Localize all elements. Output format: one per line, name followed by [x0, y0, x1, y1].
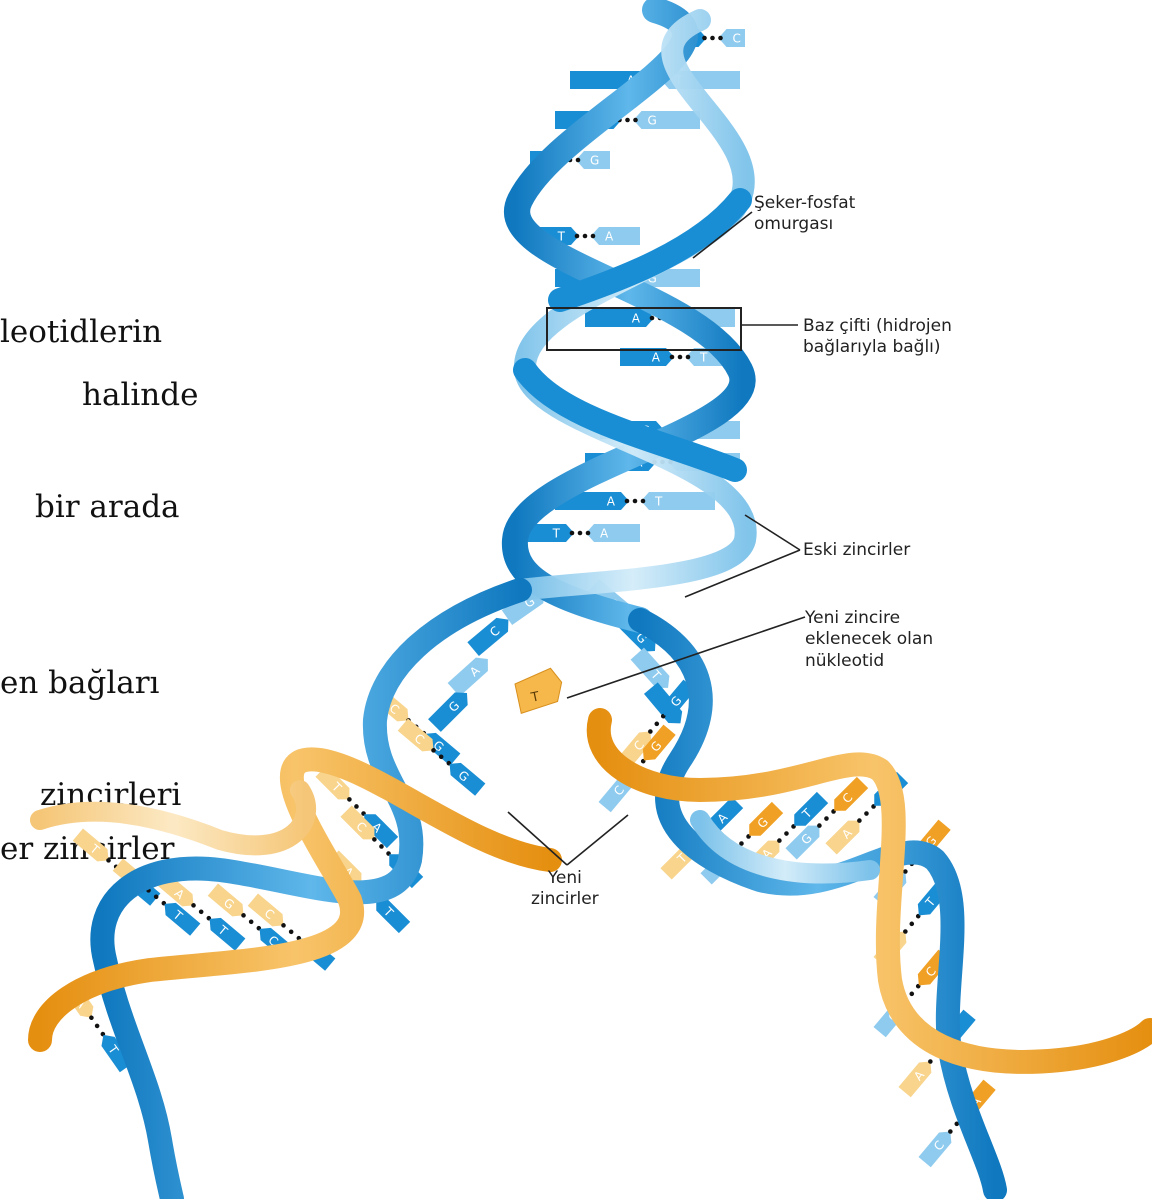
base-letter: A — [605, 230, 614, 244]
base-letter: A — [652, 351, 661, 365]
base-letter: T — [552, 527, 561, 541]
backbone-label-line-1: Şeker-fosfat — [754, 193, 855, 214]
hydrogen-bond-dot — [576, 158, 581, 163]
hydrogen-bond-dot — [686, 355, 691, 360]
base-letter: T — [699, 351, 708, 365]
new-strands-label-line-1: Yeni — [531, 868, 599, 889]
hydrogen-bond-dot — [625, 499, 630, 504]
fork-base: G — [428, 687, 473, 732]
hydrogen-bond-dot — [570, 531, 575, 536]
old-strands-label: Eski zincirler — [803, 540, 910, 561]
fork-base-3: G — [428, 687, 473, 732]
base-pair-label: Baz çifti (hidrojen bağlarıyla bağlı) — [803, 316, 952, 359]
hydrogen-bond-dot — [578, 531, 583, 536]
hydrogen-bond-dot — [288, 929, 294, 935]
base-right: G — [576, 151, 610, 169]
base-letter: A — [600, 527, 609, 541]
new-nucleotide-label-line-2: eklenecek olan — [805, 629, 933, 650]
base-pair-label-line-1: Baz çifti (hidrojen — [803, 316, 952, 337]
base-letter: A — [607, 495, 616, 509]
new-nucleotide-label: Yeni zincire eklenecek olan nükleotid — [805, 608, 933, 672]
base-letter: C — [733, 32, 741, 46]
new-nucleotide-label-line-1: Yeni zincire — [805, 608, 933, 629]
base-right: T — [789, 792, 829, 832]
new-nucleotide-label-line-3: nükleotid — [805, 651, 933, 672]
base-letter: A — [632, 312, 641, 326]
hydrogen-bond-dot — [248, 919, 254, 925]
base-right: C — [829, 777, 869, 817]
base-right: A — [591, 227, 640, 245]
backbone-label: Şeker-fosfat omurgası — [754, 193, 855, 236]
fork-base: A — [448, 652, 494, 696]
hydrogen-bond-dot — [823, 815, 830, 822]
sugar-phosphate-backbones — [40, 10, 1150, 1199]
free-nucleotide-t: T — [513, 667, 566, 714]
fork-base-2: A — [448, 652, 494, 696]
new-strands-callout-line-2 — [567, 815, 628, 865]
new-strands-label-line-2: zincirler — [531, 889, 599, 910]
hydrogen-bond-dot — [710, 36, 715, 41]
hydrogen-bond-dot — [633, 118, 638, 123]
base-right: T — [641, 492, 715, 510]
hydrogen-bond-dot — [586, 531, 591, 536]
backbone-label-line-2: omurgası — [754, 214, 855, 235]
base-letter: G — [648, 114, 657, 128]
hydrogen-bond-dot — [909, 921, 915, 927]
hydrogen-bond-dot — [718, 36, 723, 41]
hydrogen-bond-dot — [783, 830, 790, 837]
base-letter: G — [590, 154, 599, 168]
base-letter: T — [654, 495, 663, 509]
base-left: A — [585, 309, 654, 327]
hydrogen-bond-dot — [650, 316, 655, 321]
hydrogen-bond-dot — [909, 991, 915, 997]
hydrogen-bond-dot — [702, 36, 707, 41]
right-old-strand-backbone — [640, 620, 995, 1190]
hydrogen-bond-dot — [641, 499, 646, 504]
base-right: A — [586, 524, 640, 542]
hydrogen-bond-dot — [583, 234, 588, 239]
hydrogen-bond-dot — [633, 499, 638, 504]
base-pair-label-line-2: bağlarıyla bağlı) — [803, 337, 952, 358]
base-right: G — [634, 111, 701, 129]
base-right: G — [744, 802, 784, 842]
new-strands-label: Yeni zincirler — [531, 868, 599, 911]
hydrogen-bond-dot — [678, 355, 683, 360]
hydrogen-bond-dot — [575, 234, 580, 239]
hydrogen-bond-dot — [670, 355, 675, 360]
hydrogen-bond-dot — [94, 1023, 100, 1029]
hydrogen-bond-dot — [654, 721, 660, 727]
hydrogen-bond-dot — [625, 118, 630, 123]
hydrogen-bond-dot — [863, 810, 870, 817]
hydrogen-bond-dot — [591, 234, 596, 239]
hydrogen-bond-dot — [198, 909, 204, 915]
